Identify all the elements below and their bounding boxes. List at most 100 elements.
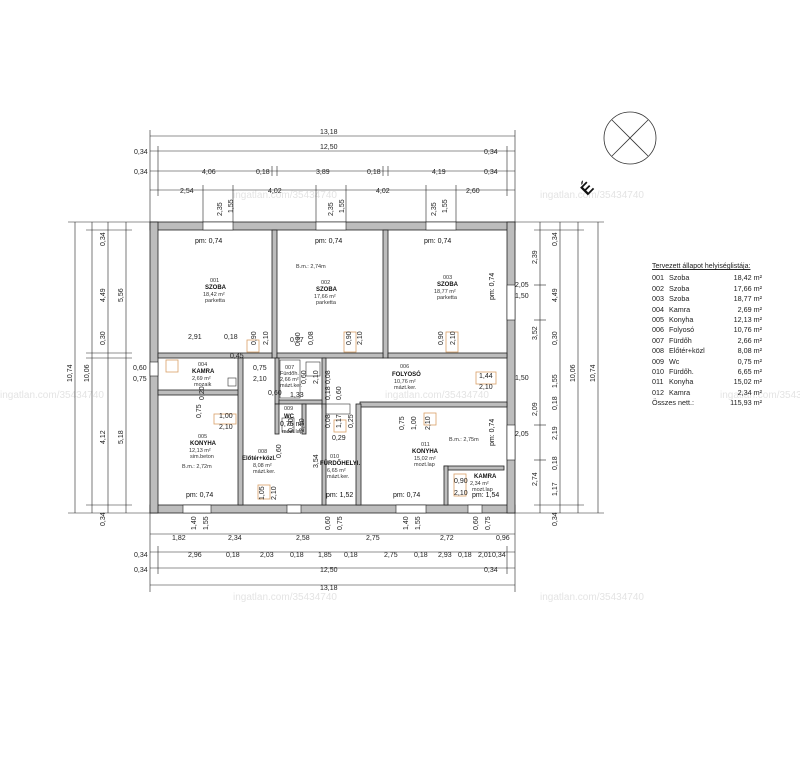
room-010-num: 010 [330,454,339,460]
dim-inner: 0,75 [399,416,406,430]
schedule-num: 007 [652,335,664,345]
dim-bottom-row2: 2,75 [384,552,398,559]
dim-bottom-row2: 0,18 [344,552,358,559]
dim-bottom-window: 0,60 [473,516,480,530]
room-003-num: 003 [443,275,452,281]
dim-top-wall-right: 0,34 [484,149,498,156]
dim-bottom-window: 0,75 [485,516,492,530]
dim-top-row2: 0,34 [484,169,498,176]
room-007-area: 2,66 m² [280,377,299,383]
schedule-num: 009 [652,356,664,366]
dim-top-window: 1,55 [442,199,449,213]
dim-left-outer: 0,30 [100,331,107,345]
room-011-floor: mozt.lap [414,462,435,468]
room-011-area: 15,02 m² [414,456,436,462]
dim-bottom-row2: 0,18 [414,552,428,559]
room-005-floor: sim.beton [190,454,214,460]
watermark-text: ingatlan.com/35434740 [720,390,800,401]
watermarks: ingatlan.com/35434740 ingatlan.com/35434… [0,190,800,603]
dim-inner: 1,33 [290,392,304,399]
dim-bottom-row1: 0,96 [496,535,510,542]
dim-bottom-row1: 2,58 [296,535,310,542]
schedule-area: 2,66 m² [737,335,762,345]
schedule-area: 15,02 m² [733,377,762,387]
room-009-floor: mozt.lap [282,429,303,435]
dim-top-window: 1,55 [228,199,235,213]
schedule-name: Folyosó [669,325,695,335]
dim-right-outer: 2,19 [552,426,559,440]
room-005-bm: B.m.: 2,72m [182,464,212,470]
dim-bottom-row2: 0,34 [492,552,506,559]
room-004-num: 004 [198,362,207,368]
dim-right-outer: 0,18 [552,396,559,410]
schedule-area: 0,75 m² [737,356,762,366]
schedule-num: 001 [652,273,664,283]
dim-inner: 1,05 [259,486,266,500]
schedule-title: Tervezett állapot helyiséglistája: [652,263,751,270]
room-005-area: 12,13 m² [189,448,211,454]
watermark-text: ingatlan.com/35434740 [0,390,104,401]
room-003-pm-side: pm: 0,74 [489,273,496,300]
room-012-pm: pm: 1,54 [472,492,499,499]
dim-bottom-row1: 2,34 [228,535,242,542]
room-009-area: 0,75 m² [280,421,304,428]
dim-inner: 0,90 [288,418,295,432]
room-006-name: FOLYOSÓ [392,370,421,378]
dim-inner: 3,54 [313,454,320,468]
dim-top-row2: 4,19 [432,169,446,176]
dim-left-outer: 4,49 [100,288,107,302]
dim-bottom-wall-left: 0,34 [134,567,148,574]
dim-bottom-window: 1,55 [203,516,210,530]
schedule-area: 6,65 m² [737,367,762,377]
schedule-area: 2,69 m² [737,304,762,314]
dim-left-outer: 4,12 [100,430,107,444]
dim-right-outer: 0,30 [552,331,559,345]
dim-top-row2: 4,06 [202,169,216,176]
schedule-total-value: 115,93 m² [730,398,762,408]
dim-right-mid: 1,50 [515,293,529,300]
dim-top-window: 2,35 [328,202,335,216]
dim-bottom-row2: 0,18 [226,552,240,559]
room-009-num: 009 [284,406,293,412]
room-005-pm: pm: 0,74 [186,492,213,499]
room-004-floor: mozaik [194,382,212,388]
dim-inner: 0,27 [290,337,304,344]
dim-bottom-wall-right: 0,34 [484,567,498,574]
dim-bottom-row2: 2,03 [260,552,274,559]
schedule-area: 10,76 m² [733,325,762,335]
room-008-name: Előtér+közl. [242,456,276,462]
room-001-name: SZOBA [205,285,227,291]
dim-right-mid: 1,50 [515,375,529,382]
dim-inner: 0,08 [308,331,315,345]
room-011-name: KONYHA [412,449,439,455]
room-009-name: WC [284,414,295,420]
dim-inner: 0,60 [268,390,282,397]
dim-top-row2: 3,89 [316,169,330,176]
watermark-text: ingatlan.com/35434740 [540,592,644,603]
room-007-num: 007 [285,365,294,371]
dim-left-mid: 5,56 [118,288,125,302]
dim-right-outer: 1,17 [552,482,559,496]
schedule-num: 011 [652,377,664,387]
watermark-text: ingatlan.com/35434740 [233,190,337,201]
dim-right-outer: 0,34 [552,232,559,246]
room-003-name: SZOBA [437,282,459,288]
schedule-num: 002 [652,283,664,293]
dimension-lines [68,130,604,592]
dim-bottom-row1: 2,72 [440,535,454,542]
schedule-name: Szoba [669,283,690,293]
dim-inner: 0,29 [332,435,346,442]
dimension-texts: 13,18 12,50 0,34 0,34 0,34 4,06 0,18 3,8… [67,129,597,592]
room-011-pm: pm: 0,74 [393,492,420,499]
dim-inner: 0,75 [253,365,267,372]
schedule-name: Konyha [669,377,694,387]
dim-inner: 1,00 [411,416,418,430]
